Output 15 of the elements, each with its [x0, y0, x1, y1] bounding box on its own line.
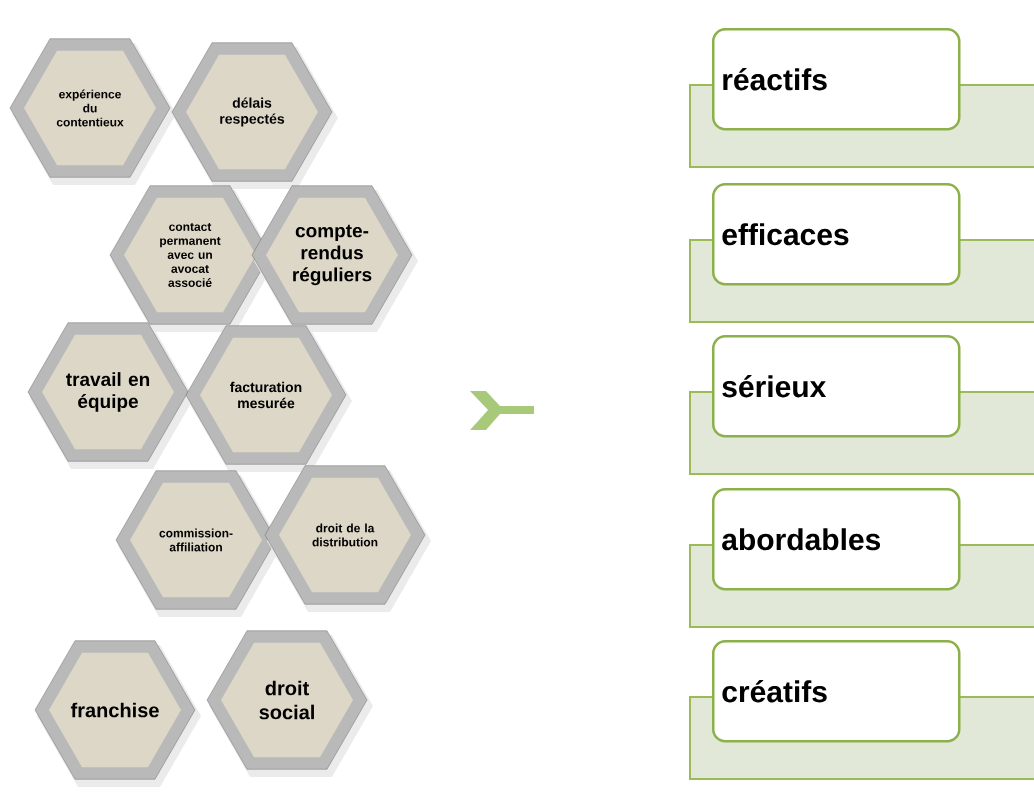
band-box: abordables: [689, 488, 1034, 628]
hexagon: commission-affiliation: [115, 470, 282, 617]
band-box: sérieux: [689, 335, 1034, 475]
hexagon: droit de la distribution: [264, 465, 431, 612]
band-box: créatifs: [689, 640, 1034, 780]
hexagon: franchise: [34, 640, 201, 787]
hexagon: travail en équipe: [27, 322, 194, 469]
hexagon: facturation mesurée: [185, 325, 352, 472]
band-box: réactifs: [689, 28, 1034, 168]
band-box: efficaces: [689, 183, 1034, 323]
hexagon: compte-rendus réguliers: [251, 185, 418, 332]
hexagon: droit social: [206, 630, 373, 777]
hexagon: expérience du contentieux: [9, 38, 176, 185]
hexagon: délais respectés: [171, 42, 338, 189]
hexagon: contact permanent avec un avocat associé: [109, 185, 276, 332]
